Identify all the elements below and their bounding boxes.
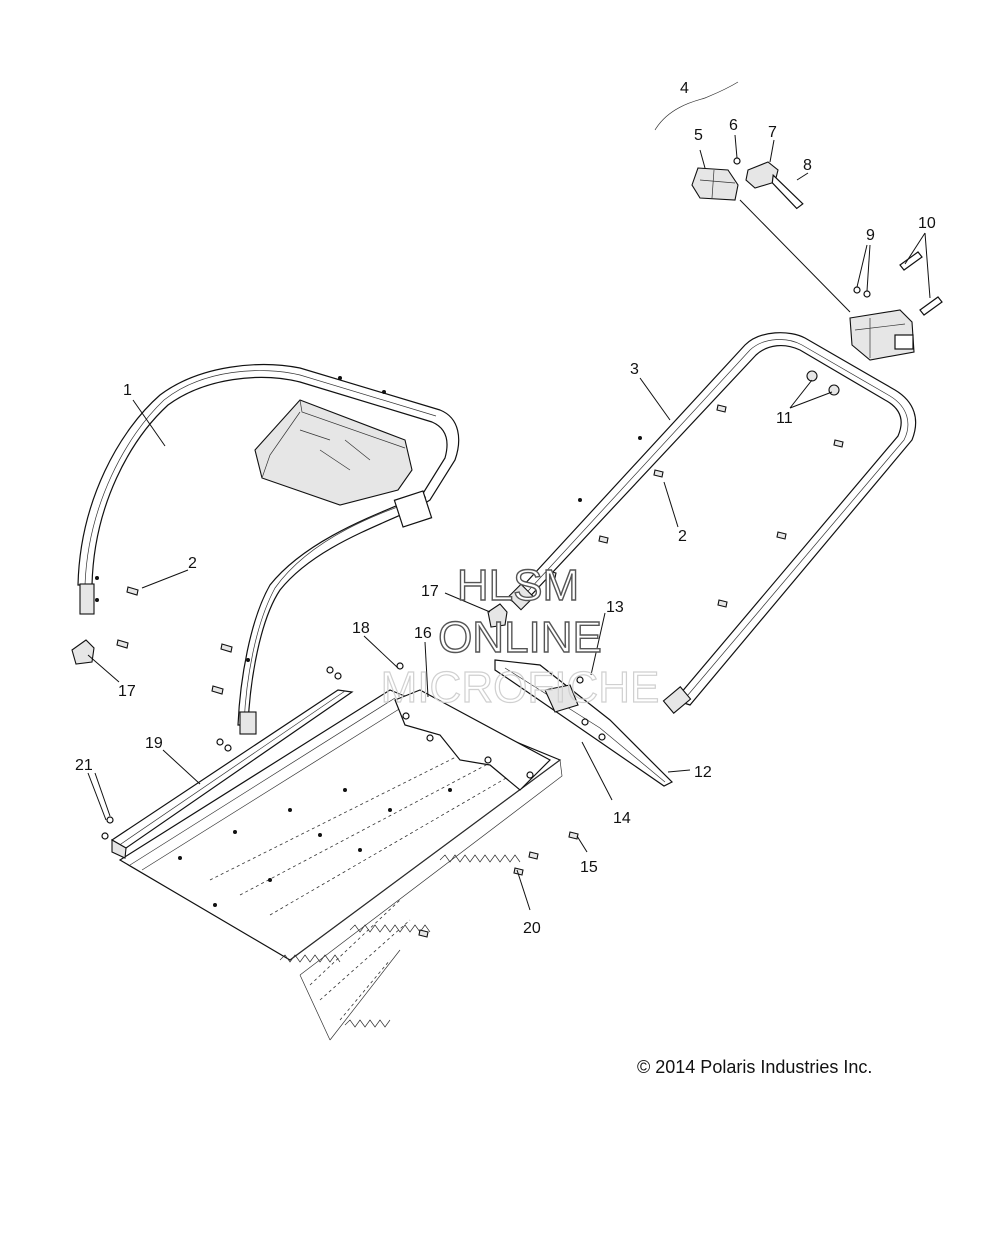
callout-5: 5	[694, 127, 703, 144]
cargo-bed	[118, 689, 563, 1041]
front-roll-bar	[507, 332, 917, 714]
watermark-line-1: HLSM	[457, 561, 579, 610]
callout-11: 11	[776, 410, 793, 427]
callout-17-left: 17	[118, 683, 136, 700]
copyright-notice: © 2014 Polaris Industries Inc.	[637, 1057, 872, 1077]
callout-2-right: 2	[678, 528, 687, 545]
callout-labels: 1 2 2 3 4 5 6 7 8 9 10 11 12 13 14 15 16…	[75, 80, 936, 937]
callout-17-center: 17	[421, 583, 439, 600]
callout-19: 19	[145, 735, 163, 752]
callout-4: 4	[680, 80, 689, 97]
callout-15: 15	[580, 859, 598, 876]
hinge-assembly	[654, 81, 943, 361]
callout-14: 14	[613, 810, 631, 827]
bumpers	[71, 603, 508, 665]
callout-6: 6	[729, 117, 738, 134]
callout-13: 13	[606, 599, 624, 616]
callout-16: 16	[414, 625, 432, 642]
leader-lines	[87, 134, 931, 911]
callout-20: 20	[523, 920, 541, 937]
callout-10: 10	[918, 215, 936, 232]
callout-12: 12	[694, 764, 712, 781]
callout-9: 9	[866, 227, 875, 244]
callout-2-left: 2	[188, 555, 197, 572]
callout-18: 18	[352, 620, 370, 637]
watermark: HLSM ONLINE MICROFICHE	[380, 560, 660, 712]
callout-3: 3	[630, 361, 639, 378]
rear-roll-bar	[77, 364, 460, 735]
watermark-line-3: MICROFICHE	[381, 663, 660, 712]
callout-1: 1	[123, 382, 132, 399]
callout-8: 8	[803, 157, 812, 174]
callout-7: 7	[768, 124, 777, 141]
fasteners	[101, 586, 606, 938]
callout-21: 21	[75, 757, 93, 774]
side-rail	[110, 689, 354, 859]
watermark-line-2: ONLINE	[438, 613, 602, 662]
